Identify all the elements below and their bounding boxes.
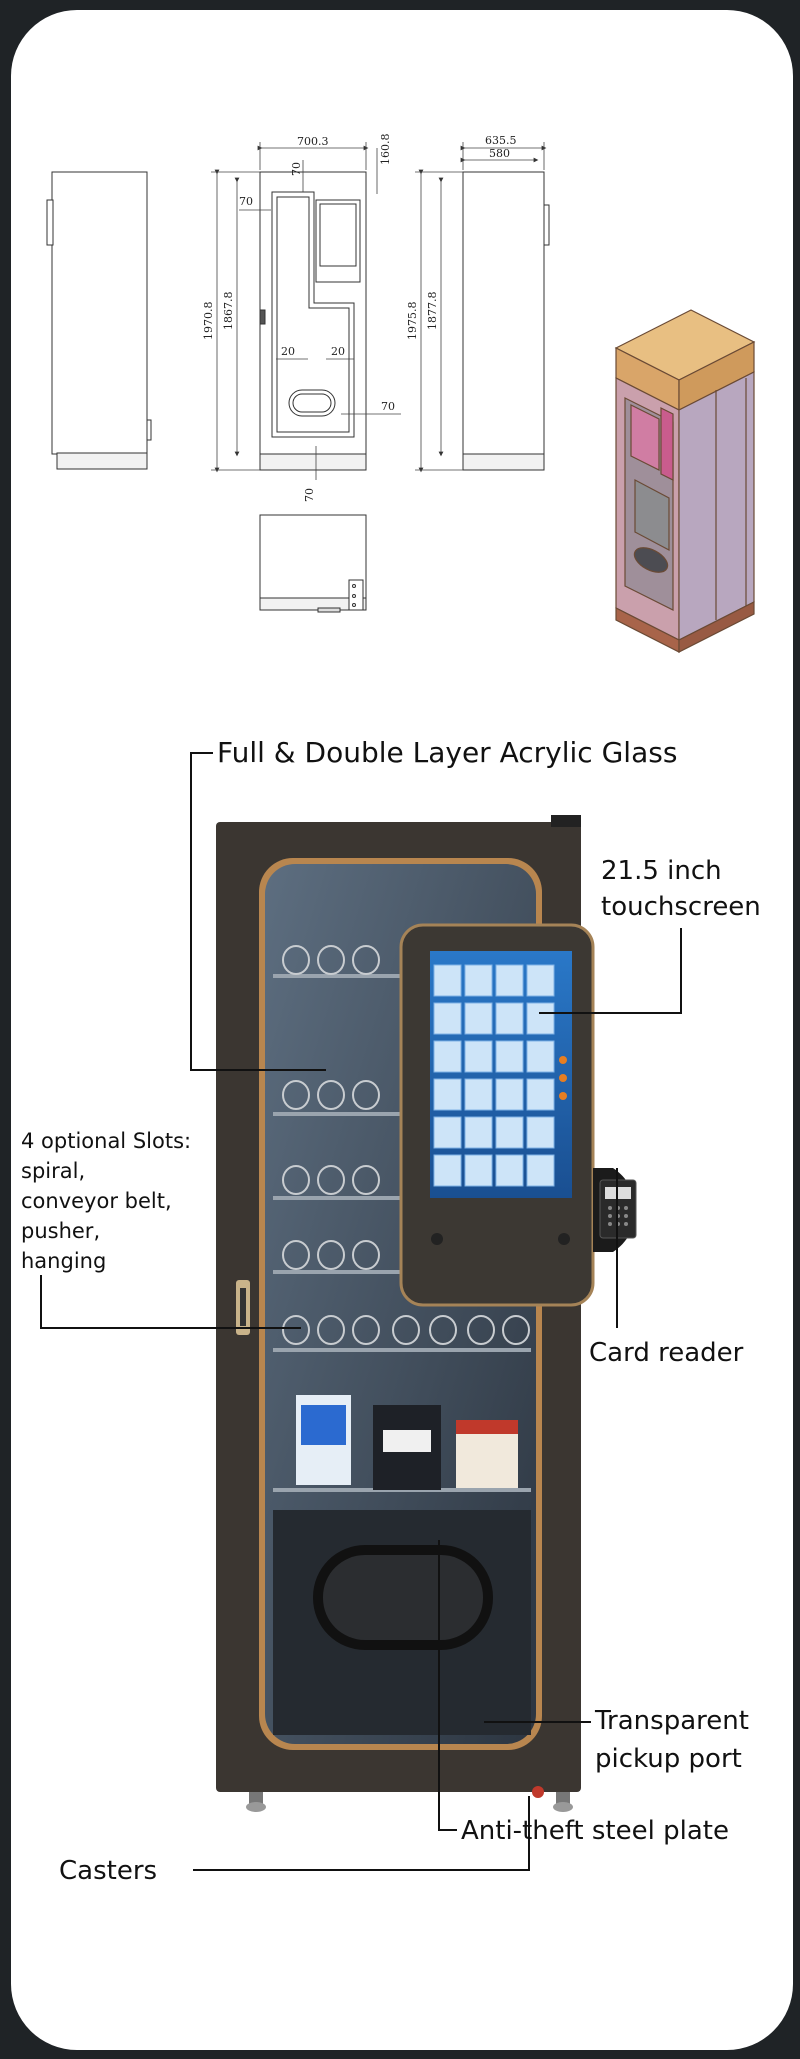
- callout-card-reader: Card reader: [589, 1338, 744, 1368]
- side-view-right: [462, 171, 550, 471]
- callout-slots-line2: spiral,: [21, 1159, 85, 1183]
- dim-gap-b: 20: [331, 345, 345, 358]
- front-view: [259, 171, 367, 471]
- product-illustration: 700.3 160.8 635.5 580 1970.8 1867.8 1975…: [21, 134, 761, 1887]
- callout-casters: Casters: [59, 1856, 157, 1886]
- touchscreen-panel: [399, 923, 595, 1307]
- callout-steel-plate: Anti-theft steel plate: [461, 1816, 729, 1846]
- callout-slots-line3: conveyor belt,: [21, 1189, 172, 1213]
- callout-slots-line5: hanging: [21, 1249, 106, 1273]
- dim-height-body-right: 1877.8: [426, 292, 439, 331]
- callout-pickup-line1: Transparent: [594, 1706, 749, 1736]
- dim-depth-body: 580: [489, 147, 510, 160]
- callout-lines: [40, 752, 682, 1871]
- callout-acrylic-glass: Full & Double Layer Acrylic Glass: [217, 736, 677, 769]
- dim-gap-a: 20: [281, 345, 295, 358]
- callout-pickup-line2: pickup port: [595, 1744, 742, 1774]
- dim-depth-total: 635.5: [485, 134, 517, 147]
- dimension-lines: [211, 142, 547, 480]
- dim-margin-b: 70: [239, 195, 253, 208]
- dim-margin-a: 70: [290, 162, 303, 176]
- callout-touchscreen-line2: touchscreen: [601, 892, 761, 922]
- top-view: [259, 514, 367, 613]
- callout-slots-line4: pusher,: [21, 1219, 100, 1243]
- dim-top-offset: 160.8: [379, 134, 392, 166]
- product-card: 700.3 160.8 635.5 580 1970.8 1867.8 1975…: [11, 10, 793, 2050]
- dim-height-total-right: 1975.8: [406, 302, 419, 341]
- technical-drawing: [46, 142, 756, 653]
- dim-height-total-left: 1970.8: [202, 302, 215, 341]
- cabinet-isometric: [614, 309, 756, 653]
- vending-machine: [216, 815, 637, 1812]
- callout-slots-line1: 4 optional Slots:: [21, 1129, 191, 1153]
- dim-margin-d: 70: [303, 488, 316, 502]
- side-view-left: [46, 171, 152, 470]
- dim-height-body-left: 1867.8: [222, 292, 235, 331]
- dim-width-total: 700.3: [297, 135, 329, 148]
- callout-touchscreen-line1: 21.5 inch: [601, 856, 722, 886]
- dim-margin-c: 70: [381, 400, 395, 413]
- card-reader: [593, 1168, 637, 1252]
- dimension-labels: 700.3 160.8 635.5 580 1970.8 1867.8 1975…: [202, 134, 517, 503]
- callouts: Full & Double Layer Acrylic Glass 21.5 i…: [21, 736, 761, 1886]
